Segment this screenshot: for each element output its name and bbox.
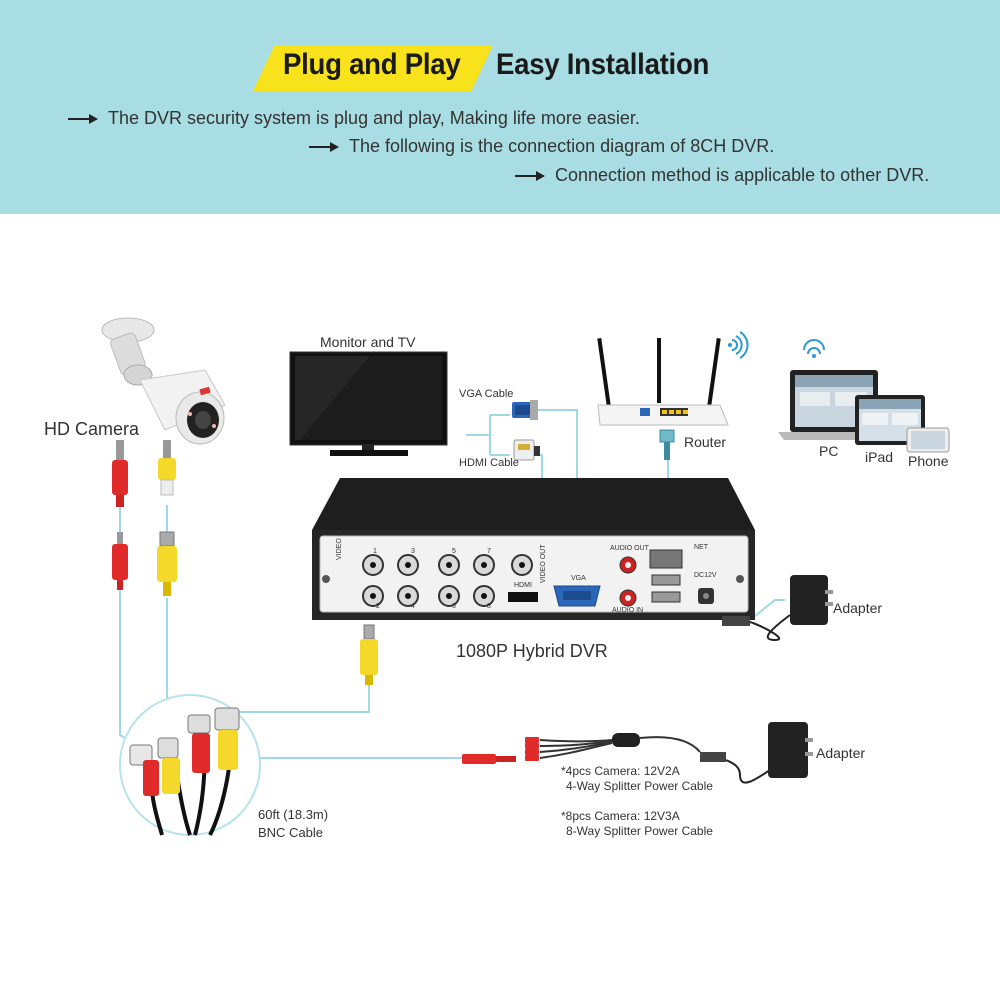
label-adapter-bottom: Adapter (816, 745, 866, 761)
label-bnc-cable: BNC Cable (258, 825, 324, 840)
wifi-icon (728, 331, 749, 359)
channel-label: 4 (411, 603, 415, 610)
title-easy-installation: Easy Installation (496, 48, 710, 81)
bnc-cable-coil-icon (119, 694, 261, 836)
panel-video-out: VIDEO OUT (540, 544, 547, 583)
channel-label: 8 (487, 603, 491, 610)
wifi-icon (803, 339, 825, 358)
label-pc: PC (819, 443, 839, 459)
extension-video-connector-icon (157, 531, 177, 596)
arrow-right-icon (68, 112, 98, 126)
bullet-3: Connection method is applicable to other… (515, 165, 929, 186)
arrow-right-icon (515, 169, 545, 183)
camera-power-connector-icon (112, 440, 128, 507)
phone-icon (906, 427, 950, 453)
label-splitter-4-name: 4-Way Splitter Power Cable (566, 779, 713, 793)
label-vga-cable: VGA Cable (459, 388, 514, 400)
vga-cable-connector-icon (512, 400, 538, 420)
label-router: Router (684, 434, 727, 450)
label-ipad: iPad (865, 449, 894, 465)
splitter-plugs (525, 737, 539, 761)
splitter-dc-plug-icon (700, 752, 726, 762)
label-phone: Phone (908, 453, 949, 469)
title-highlight (253, 45, 493, 91)
panel-dc: DC12V (694, 572, 717, 579)
bnc-video-input-ports (362, 554, 533, 607)
label-splitter-4-spec: *4pcs Camera: 12V2A (561, 764, 680, 778)
label-splitter-8-name: 8-Way Splitter Power Cable (566, 824, 713, 838)
label-monitor: Monitor and TV (320, 334, 416, 350)
label-adapter-top: Adapter (833, 600, 883, 616)
vga-port-icon (553, 585, 601, 607)
camera-video-connector-icon (158, 440, 176, 496)
label-hd-camera: HD Camera (44, 419, 140, 439)
panel-hdmi: HDMI (514, 582, 532, 589)
header-banner (0, 0, 1000, 214)
label-hdmi-cable: HDMI Cable (459, 457, 519, 469)
power-splitter-connector-icon (462, 754, 516, 764)
bullet-2: The following is the connection diagram … (309, 136, 774, 157)
hdmi-port-icon (508, 592, 538, 602)
extension-power-connector-icon (112, 532, 128, 590)
channel-label: 5 (452, 548, 456, 555)
network-usb-ports-icon (649, 549, 683, 603)
channel-label: 3 (411, 548, 415, 555)
router-icon (597, 338, 729, 426)
adapter-icon (725, 722, 813, 784)
title-plug-and-play: Plug and Play (283, 48, 461, 81)
channel-label: 1 (373, 548, 377, 555)
label-bnc-length: 60ft (18.3m) (258, 807, 329, 822)
hdmi-cable-connector-icon (513, 439, 540, 461)
hd-camera-icon (101, 317, 226, 445)
dvr-bnc-connector-icon (360, 624, 378, 685)
power-splitter-cable-icon (539, 736, 701, 759)
splitter-hub-icon (612, 733, 640, 747)
label-dvr: 1080P Hybrid DVR (456, 641, 608, 661)
panel-audio-in: AUDIO IN (612, 607, 644, 614)
channel-label: 7 (487, 548, 491, 555)
panel-net: NET (694, 544, 708, 551)
bullet-1: The DVR security system is plug and play… (68, 108, 640, 129)
bullet-text: The DVR security system is plug and play… (108, 108, 640, 128)
channel-label: 6 (452, 603, 456, 610)
adapter-icon (722, 575, 833, 642)
label-splitter-8-spec: *8pcs Camera: 12V3A (561, 809, 680, 823)
monitor-tv-icon (289, 351, 448, 456)
dvr-icon (312, 478, 755, 620)
audio-ports-icon (619, 556, 637, 607)
panel-vga: VGA (571, 575, 586, 582)
bullet-text: The following is the connection diagram … (349, 136, 775, 156)
channel-label: 2 (376, 603, 380, 610)
panel-audio-out: AUDIO OUT (610, 545, 649, 552)
arrow-right-icon (309, 140, 339, 154)
panel-video-in: VIDEO IN (336, 529, 343, 560)
dc-power-port-icon (698, 588, 714, 604)
bullet-text: Connection method is applicable to other… (555, 165, 930, 185)
